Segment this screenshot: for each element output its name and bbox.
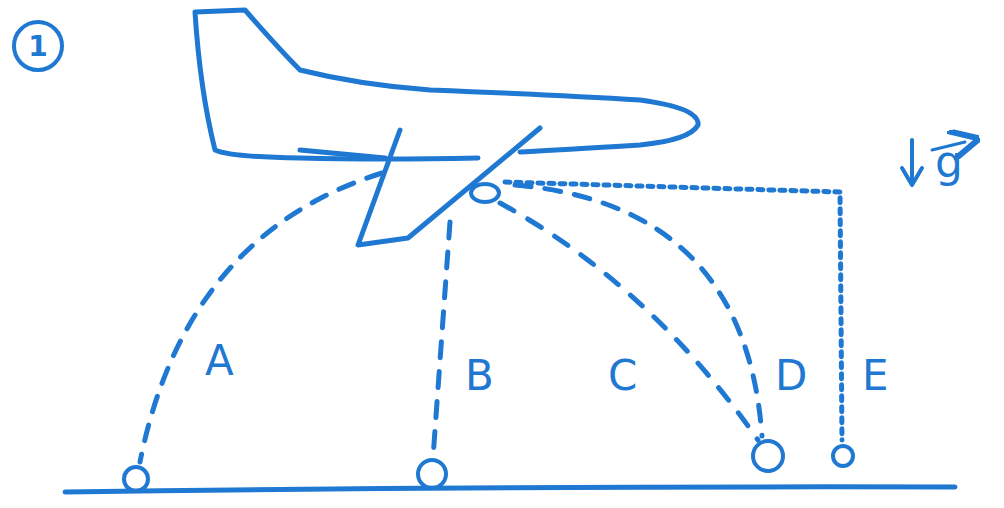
landing-ball xyxy=(753,441,783,471)
airplane-fuselage xyxy=(195,10,698,159)
fuselage-line xyxy=(300,150,385,158)
trajectory-label: E xyxy=(862,355,889,397)
gravity-symbol: g xyxy=(935,140,963,184)
landing-ball xyxy=(418,460,446,488)
trajectory-label: C xyxy=(608,355,637,397)
trajectory-c xyxy=(500,203,758,440)
trajectory-d xyxy=(515,185,762,436)
gravity-arrow xyxy=(910,140,914,182)
trajectory-b xyxy=(433,222,450,458)
gravity-arrowhead xyxy=(902,168,922,185)
drop-point xyxy=(471,184,499,202)
callout-number: 1 xyxy=(28,30,47,63)
trajectory-label: D xyxy=(775,355,807,397)
trajectory-label: B xyxy=(465,355,494,397)
trajectory-label: A xyxy=(205,340,234,382)
landing-ball xyxy=(124,467,148,491)
trajectory-a xyxy=(140,173,382,462)
ground-line xyxy=(65,487,955,492)
landing-ball xyxy=(833,446,853,466)
trajectory-e xyxy=(505,182,842,440)
callout-circle: 1 xyxy=(12,20,64,72)
